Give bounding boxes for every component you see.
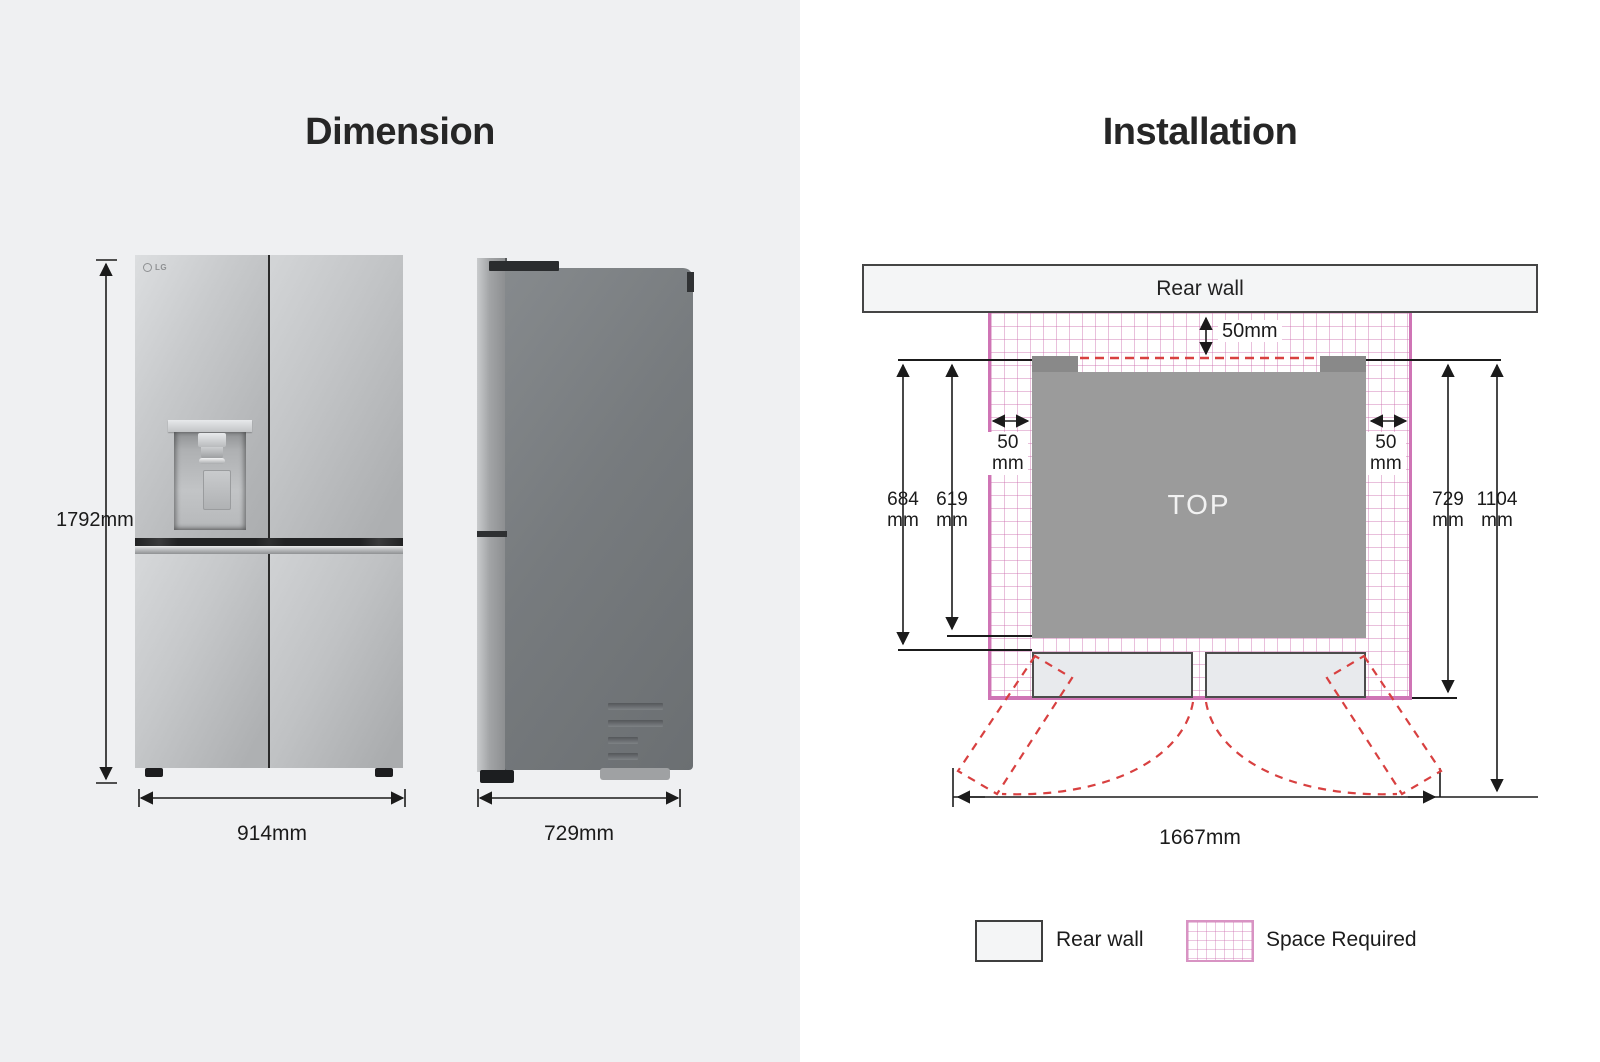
side-rear-tab [687,272,694,292]
side-rear-foot [600,768,670,780]
side-mid-hinge [477,531,507,537]
rear-wall-bar-label: Rear wall [1156,276,1244,300]
dimension-title: Dimension [305,111,495,154]
lg-logo-icon [143,263,152,272]
side-front-foot [480,770,514,783]
water-dispenser [168,420,252,542]
installation-title: Installation [1102,111,1298,154]
lg-logo-text: LG [155,263,168,272]
depth-1104-label: 1104 mm [1476,489,1518,532]
side-vent-slot [608,753,638,760]
fridge-lower-left-door [135,554,269,768]
fridge-mid-gasket [135,538,403,546]
fridge-right-foot [375,768,393,777]
top-view-right-door [1205,652,1366,698]
right-hinge-tab [1320,356,1366,372]
fridge-lower-right-door [269,554,403,768]
dispenser-head [198,433,226,447]
left-hinge-tab [1032,356,1078,372]
top-view-left-door [1032,652,1193,698]
right-clearance-label: 50 mm [1366,432,1406,475]
left-clearance-label: 50 mm [988,432,1028,475]
dispenser-ledge [168,420,252,432]
fridge-upper-doors: LG [135,255,403,538]
rear-clearance-label: 50mm [1218,320,1282,343]
dispenser-tray [203,470,231,510]
legend-space-required-swatch [1186,920,1254,962]
fridge-top-view: TOP [1032,372,1366,638]
fridge-upper-right-door [269,255,403,538]
side-top-hinge [489,261,559,271]
side-door-edge [477,258,507,772]
fridge-upper-left-door: LG [135,255,269,538]
lg-logo: LG [143,263,167,272]
side-vent-slot [608,737,638,744]
fridge-left-foot [145,768,163,777]
legend-space-required-label: Space Required [1266,928,1417,951]
dispenser-nozzle [201,447,223,459]
rear-wall-bar: Rear wall [862,264,1538,313]
total-width-label: 1667mm [1159,826,1241,849]
fridge-front-view: LG [135,255,403,777]
depth-684-label: 684 mm [887,489,919,532]
legend-rear-wall-label: Rear wall [1056,928,1144,951]
depth-619-label: 619 mm [936,489,968,532]
dispenser-ring [199,458,225,464]
side-vent-slot [608,703,663,710]
fridge-mid-trim [135,546,403,554]
side-cabinet [505,268,693,770]
depth-dimension-label: 729mm [543,822,615,845]
fridge-lower-doors [135,554,403,768]
top-view-label: TOP [1167,489,1231,520]
depth-729-label: 729 mm [1432,489,1464,532]
legend-rear-wall-swatch [975,920,1043,962]
fridge-side-view [465,255,700,790]
side-vent-slot [608,720,663,727]
height-dimension-label: 1792mm [56,509,134,531]
width-dimension-label: 914mm [236,822,308,845]
